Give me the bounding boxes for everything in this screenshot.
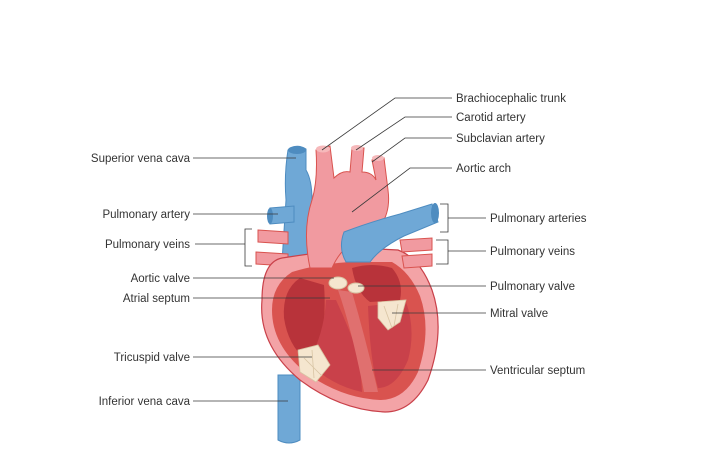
ventricular-septum-wall [338,290,378,392]
left-atrium [352,265,401,302]
label-pulmonary-valve: Pulmonary valve [490,281,575,293]
label-atrial-septum: Atrial septum [123,293,190,305]
mitral-chordae [383,303,399,329]
right-atrium [283,278,325,360]
label-superior-vena-cava: Superior vena cava [91,153,191,165]
pulmonary-vein-right-lower [401,253,433,269]
labels: Superior vena cava Pulmonary artery Pulm… [91,93,587,408]
label-pulmonary-artery: Pulmonary artery [102,209,190,221]
pulmonary-artery-left-opening [267,208,273,224]
pulmonary-trunk-vessel [340,203,439,263]
label-subclavian-artery: Subclavian artery [456,133,545,145]
label-mitral-valve: Mitral valve [490,308,548,320]
aortic-valve-ring [328,276,348,290]
pulmonary-artery-left-vessel [269,205,295,225]
label-pulmonary-arteries: Pulmonary arteries [490,213,587,225]
label-ventricular-septum: Ventricular septum [490,365,585,377]
pulmonary-arteries-opening [431,203,439,223]
carotid-opening [351,145,363,151]
pulmonary-vein-right-upper [399,237,433,253]
inferior-vena-cava-vessel [277,374,301,444]
label-carotid-artery: Carotid artery [456,112,526,124]
tricuspid-chordae [303,349,323,379]
superior-vena-cava-opening [288,146,306,154]
label-pulmonary-veins-right: Pulmonary veins [490,246,575,258]
heart-illustration [255,145,439,444]
pulmonary-vein-left-upper [257,229,289,245]
label-pulmonary-veins-left: Pulmonary veins [105,239,190,251]
label-aortic-arch: Aortic arch [456,163,511,175]
label-aortic-valve: Aortic valve [131,273,190,285]
label-inferior-vena-cava: Inferior vena cava [99,396,191,408]
leader-lines [193,97,486,402]
tricuspid-valve-leaflets [297,344,331,383]
pulmonary-valve-ring [347,282,365,294]
left-ventricle [368,302,412,388]
label-brachiocephalic-trunk: Brachiocephalic trunk [456,93,566,105]
label-tricuspid-valve: Tricuspid valve [114,352,190,364]
